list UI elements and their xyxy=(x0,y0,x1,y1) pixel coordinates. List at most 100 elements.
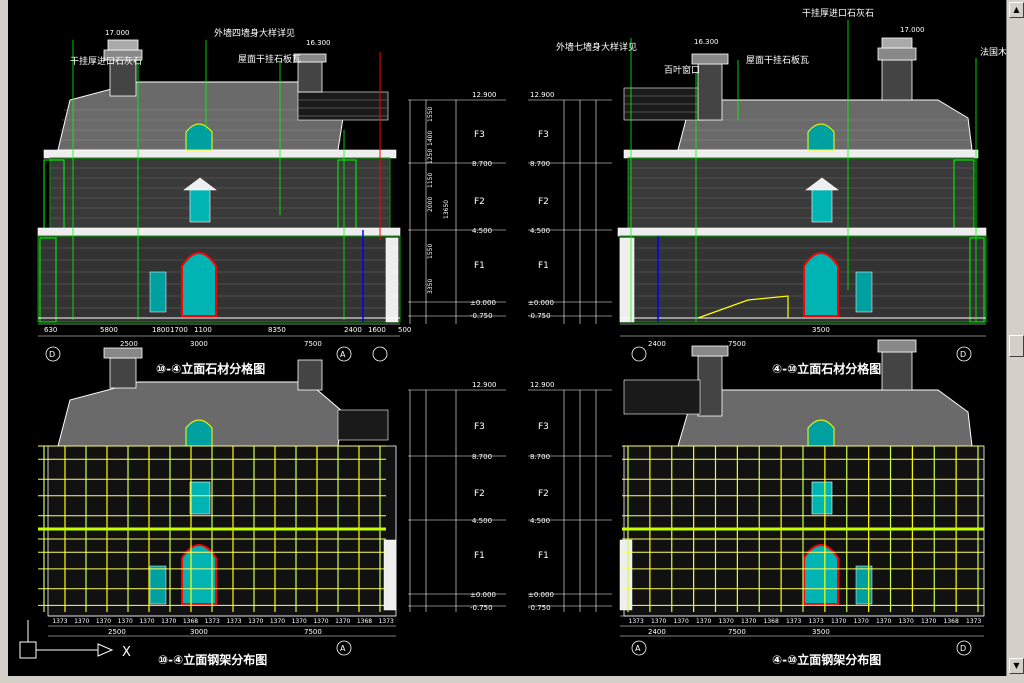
grid-dim-label: 1370 xyxy=(118,618,133,625)
dim-a1-tl: 5800 xyxy=(100,326,118,334)
grid-dim-label: 1373 xyxy=(629,618,644,625)
title-da-stone: ⑩-④立面石材分格图 xyxy=(156,361,265,376)
drawing-canvas[interactable]: 17.000 干挂厚进口石灰石 外墙四墙身大样详见 屋面干挂石板瓦 16.300… xyxy=(8,0,1006,676)
dim-a4-tl: 1100 xyxy=(194,326,212,334)
dim-d1-tl: 1550 xyxy=(427,107,434,122)
level-column-bl xyxy=(408,389,506,612)
axis-a-bl: A xyxy=(340,644,346,653)
scroll-up-icon[interactable]: ▲ xyxy=(1009,2,1024,18)
scroll-thumb[interactable] xyxy=(1009,335,1024,357)
floor-f3-br: F3 xyxy=(538,422,549,432)
left-frame xyxy=(0,0,8,676)
note-wall-detail-tr: 外墙七墙身大样详见 xyxy=(556,41,637,53)
grid-dim-label: 1368 xyxy=(183,618,198,625)
ucs-icon xyxy=(19,620,114,659)
title-da-steel: ⑩-④立面钢架分布图 xyxy=(158,652,267,667)
floor-f1-bl: F1 xyxy=(474,551,485,561)
dim-b0-tl: 2500 xyxy=(120,340,138,348)
floor-f1-tr: F1 xyxy=(538,261,549,271)
vertical-scrollbar[interactable]: ▲ ▼ xyxy=(1006,0,1024,676)
grid-dim-label: 1373 xyxy=(786,618,801,625)
level-top-tr: 12.900 xyxy=(530,91,555,99)
dim-a0-tl: 630 xyxy=(44,326,57,334)
grid-dim-label: 1370 xyxy=(899,618,914,625)
dim-b2-bl: 7500 xyxy=(304,628,322,636)
dim-a6-tl: 2400 xyxy=(344,326,362,334)
level-top-br: 12.900 xyxy=(530,381,555,389)
dim-a8-tl: 500 xyxy=(398,326,411,334)
note-roof-slate-tr: 屋面干挂石板瓦 xyxy=(746,54,809,66)
note-chimney-stone-tl: 干挂厚进口石灰石 xyxy=(70,55,142,67)
floor-f2-bl: F2 xyxy=(474,489,485,499)
dim-side1-br: 7500 xyxy=(728,628,746,636)
note-louver-tr: 百叶窗口 xyxy=(664,64,700,76)
elevation-drawing[interactable]: 17.000 干挂厚进口石灰石 外墙四墙身大样详见 屋面干挂石板瓦 16.300… xyxy=(8,0,1006,676)
grid-dim-label: 1370 xyxy=(96,618,111,625)
level-l2-tr: 4.500 xyxy=(530,227,550,235)
level-column-tl xyxy=(408,99,506,324)
grid-dim-label: 1373 xyxy=(809,618,824,625)
grid-dim-label: 1370 xyxy=(876,618,891,625)
dim-side1-tr: 7500 xyxy=(728,340,746,348)
level-l3-bl: 8.700 xyxy=(472,453,492,461)
dim-b1-tl: 3000 xyxy=(190,340,208,348)
floor-f3-tl: F3 xyxy=(474,130,485,140)
axis-d-tl: D xyxy=(49,350,55,359)
elevation-da-stone xyxy=(37,39,401,323)
level-chimney2-tl: 16.300 xyxy=(306,39,331,47)
level-l1-br: ±0.000 xyxy=(528,591,554,599)
dim-a5-tl: 8350 xyxy=(268,326,286,334)
floor-f1-tl: F1 xyxy=(474,261,485,271)
grid-dim-label: 1370 xyxy=(335,618,350,625)
dim-side2-tr: 3500 xyxy=(812,326,830,334)
dim-d3b-tl: 1550 xyxy=(427,244,434,259)
dim-b1-bl: 3000 xyxy=(190,628,208,636)
grid-dim-label: 1370 xyxy=(674,618,689,625)
floor-f2-br: F2 xyxy=(538,489,549,499)
grid-dim-label: 1373 xyxy=(966,618,981,625)
elevation-da-steel xyxy=(47,347,397,617)
floor-f2-tl: F2 xyxy=(474,197,485,207)
level-column-br xyxy=(528,389,612,612)
grid-dim-label: 1370 xyxy=(651,618,666,625)
dim-line-bl xyxy=(48,615,396,656)
grid-dim-label: 1370 xyxy=(696,618,711,625)
grid-dim-label: 1370 xyxy=(292,618,307,625)
grid-dim-label: 1370 xyxy=(921,618,936,625)
axis-a-br: A xyxy=(635,644,641,653)
floor-f3-bl: F3 xyxy=(474,422,485,432)
floor-f1-br: F1 xyxy=(538,551,549,561)
title-ad-stone: ④-⑩立面石材分格图 xyxy=(772,361,881,376)
level-ground-tl: -0.750 xyxy=(470,312,493,320)
dim-b0-bl: 2500 xyxy=(108,628,126,636)
dim-a7-tl: 1600 xyxy=(368,326,386,334)
level-l3-tl: 8.700 xyxy=(472,160,492,168)
level-top-tl: 12.900 xyxy=(472,91,497,99)
level-ground-br: -0.750 xyxy=(528,604,551,612)
grid-dim-label: 1373 xyxy=(226,618,241,625)
level-l3-tr: 8.700 xyxy=(530,160,550,168)
ucs-x-label: X xyxy=(122,645,131,660)
grid-dim-label: 1370 xyxy=(161,618,176,625)
grid-dim-label: 1373 xyxy=(205,618,220,625)
level-l1-tl: ±0.000 xyxy=(470,299,496,307)
grid-dim-label: 1370 xyxy=(270,618,285,625)
elevation-ad-steel xyxy=(619,339,985,617)
title-ad-steel: ④-⑩立面钢架分布图 xyxy=(772,652,881,667)
grid-dim-label: 1370 xyxy=(719,618,734,625)
dim-line-br xyxy=(620,615,984,656)
scroll-down-icon[interactable]: ▼ xyxy=(1009,658,1024,674)
note-chimney-stone-tr: 干挂厚进口石灰石 xyxy=(802,7,874,19)
level-top-bl: 12.900 xyxy=(472,381,497,389)
grid-dim-label: 1370 xyxy=(248,618,263,625)
steel-grid-br xyxy=(622,445,984,612)
dim-d3-tl: 1250 xyxy=(427,149,434,164)
grid-dim-label: 1368 xyxy=(357,618,372,625)
axis-d-tr: D xyxy=(960,350,966,359)
dim-d5-tl: 2000 xyxy=(427,197,434,212)
axis-d-br: D xyxy=(960,644,966,653)
bottom-frame xyxy=(0,676,1024,683)
